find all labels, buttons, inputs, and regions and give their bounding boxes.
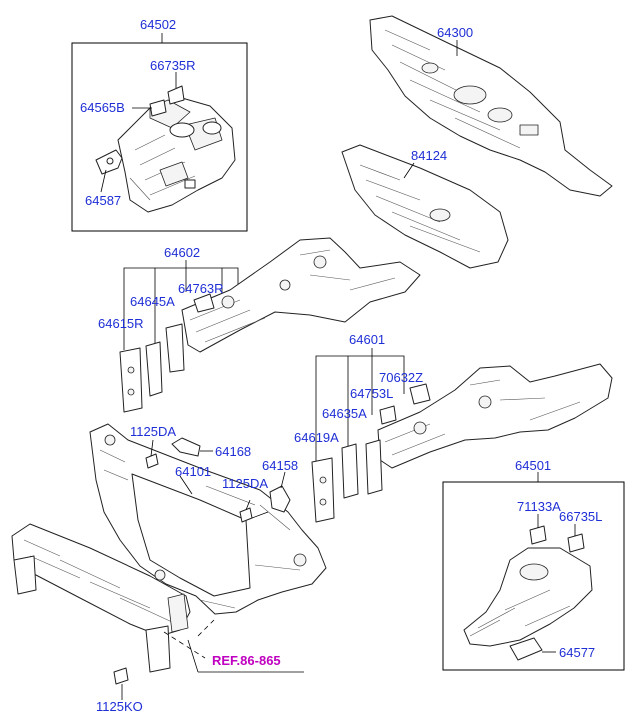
label-64501: 64501 <box>515 458 551 473</box>
label-64101: 64101 <box>175 464 211 479</box>
label-64645A: 64645A <box>130 294 175 309</box>
label-1125DA-b: 1125DA <box>222 476 268 491</box>
label-64601: 64601 <box>349 332 385 347</box>
bracket-64158-part <box>269 485 291 513</box>
label-66735R: 66735R <box>150 58 196 73</box>
plate-64619A-part <box>311 457 335 523</box>
bracket-64565B-part <box>149 99 167 117</box>
box-64501 <box>442 481 625 671</box>
cowl-panel-part <box>341 144 509 269</box>
group-64300 <box>369 15 613 197</box>
label-64565B: 64565B <box>80 100 125 115</box>
bracket-64168-part <box>171 437 201 457</box>
label-64577: 64577 <box>559 645 595 660</box>
label-71133A: 71133A <box>517 499 561 514</box>
label-64615R: 64615R <box>98 316 144 331</box>
group-64602 <box>119 237 421 413</box>
group-64601 <box>311 348 613 523</box>
label-70632Z: 70632Z <box>379 370 423 385</box>
ref-link-86-865[interactable]: REF.86-865 <box>212 653 281 668</box>
label-64753L: 64753L <box>350 386 393 401</box>
label-1125KO: 1125KO <box>96 699 143 714</box>
bracket-64753L-part <box>379 405 397 425</box>
bracket-64577-part <box>509 637 543 661</box>
label-64619A: 64619A <box>294 430 339 445</box>
label-64168: 64168 <box>215 444 251 459</box>
label-64602: 64602 <box>164 245 200 260</box>
bracket-71133A-part <box>529 525 547 545</box>
label-64587: 64587 <box>85 193 121 208</box>
label-64300: 64300 <box>437 25 473 40</box>
bolt-1125KO-part <box>113 667 129 685</box>
label-64502: 64502 <box>140 17 176 32</box>
label-1125DA-a: 1125DA <box>130 424 176 439</box>
group-64101 <box>89 423 327 615</box>
label-64763R: 64763R <box>178 281 224 296</box>
bolt-1125DA-a-part <box>145 453 159 469</box>
bumper-mount-right-part <box>145 625 171 673</box>
group-bumper-beam <box>11 523 304 700</box>
bracket-64635A-part <box>341 443 359 499</box>
front-side-member-rh-part <box>377 363 613 469</box>
group-64502 <box>71 33 248 232</box>
bracket-64615R-part <box>145 341 163 397</box>
front-side-member-lh-part <box>181 237 421 353</box>
reinforcement-64635A-part <box>365 439 383 495</box>
group-64501 <box>442 472 625 671</box>
radiator-support-opening <box>131 473 251 597</box>
bracket-66735R-part <box>167 85 185 105</box>
front-side-inner-panel-rh-part <box>463 547 593 647</box>
group-84124 <box>341 144 509 269</box>
labels: 64502 66735R 64565B 64587 64300 84124 64… <box>80 17 602 714</box>
reinforcement-64645A-part <box>165 323 185 373</box>
dash-panel-part <box>369 15 613 197</box>
label-64158: 64158 <box>262 458 298 473</box>
box-64502 <box>71 42 248 232</box>
bracket-70632Z-part <box>409 383 431 405</box>
plate-64615R-part <box>119 347 143 413</box>
label-84124: 84124 <box>411 148 447 163</box>
label-66735L: 66735L <box>559 509 602 524</box>
bumper-mount-left-part <box>13 555 37 595</box>
bracket-66735L-part <box>567 533 585 553</box>
bracket-64763R-part <box>193 293 215 313</box>
label-64635A: 64635A <box>322 406 367 421</box>
